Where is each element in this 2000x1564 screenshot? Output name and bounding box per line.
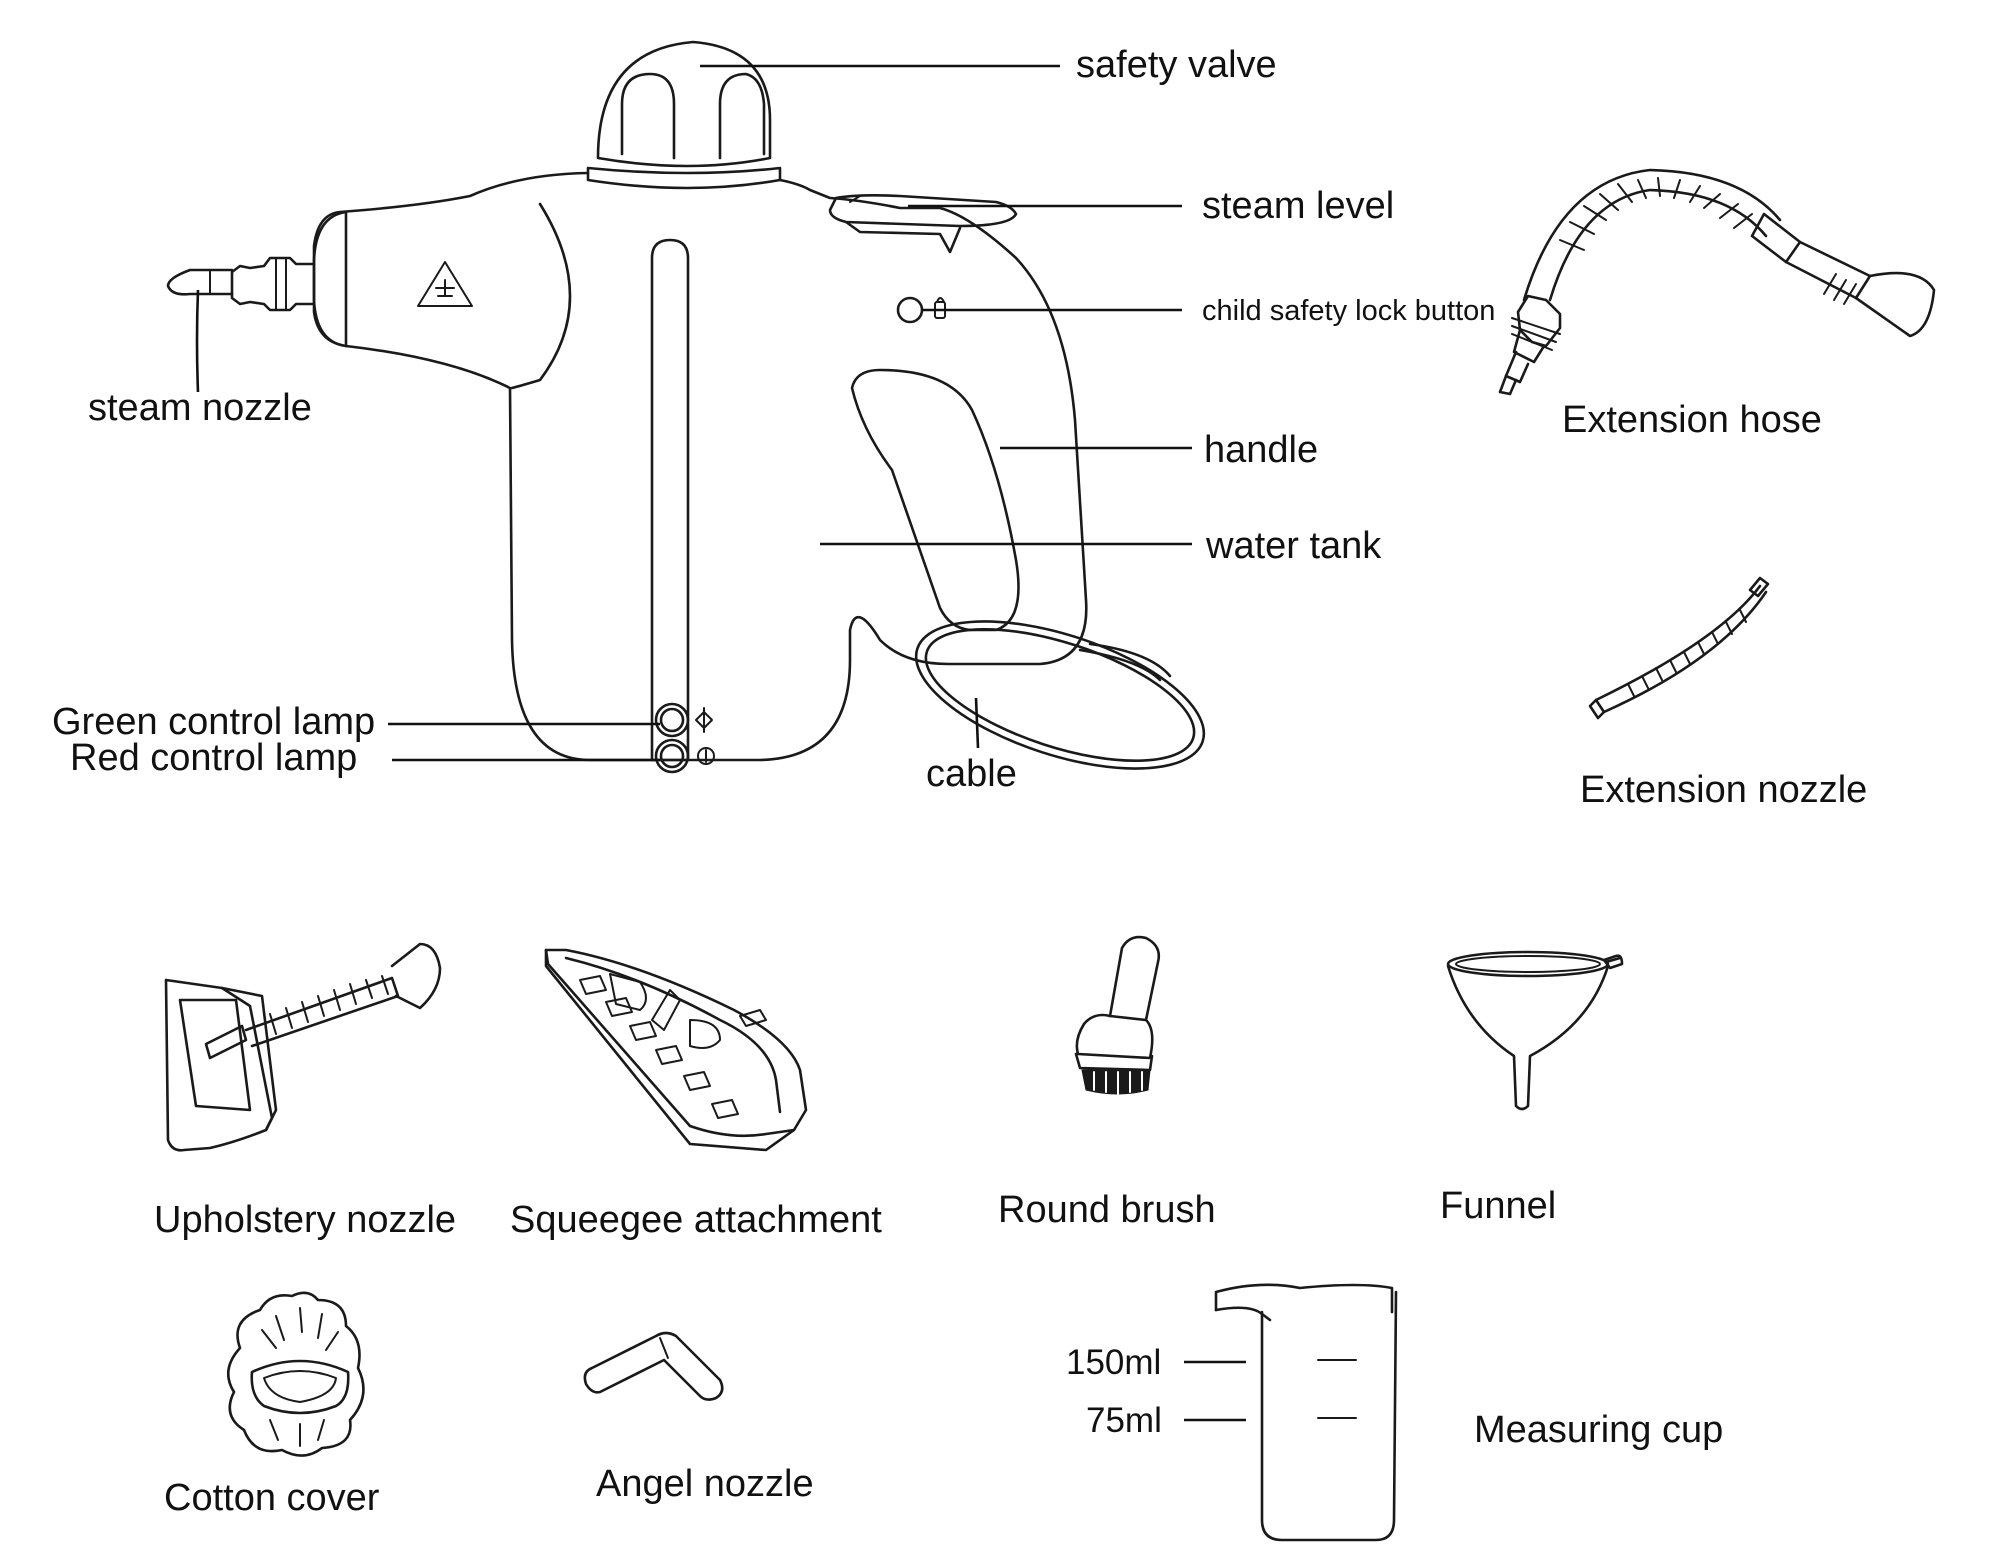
handle-opening <box>850 368 1020 632</box>
main-unit-labels: safety valve steam level child safety lo… <box>52 44 1495 795</box>
label-round-brush: Round brush <box>998 1189 1216 1231</box>
label-cotton-cover: Cotton cover <box>164 1477 380 1519</box>
label-steam-nozzle: steam nozzle <box>88 387 312 429</box>
label-steam-level: steam level <box>1202 185 1394 227</box>
extension-hose-illustration <box>1498 168 1936 396</box>
steam-nozzle-tip <box>166 256 316 312</box>
label-extension-nozzle: Extension nozzle <box>1580 769 1867 811</box>
label-extension-hose: Extension hose <box>1562 399 1822 441</box>
extension-nozzle-illustration <box>1588 576 1770 720</box>
upholstery-nozzle-illustration <box>164 942 442 1152</box>
label-75ml: 75ml <box>1086 1401 1162 1440</box>
label-green-control-lamp: Green control lamp <box>52 701 375 743</box>
cable-coil <box>914 620 1206 770</box>
steam-level-trigger <box>828 194 1018 254</box>
label-water-tank: water tank <box>1205 525 1382 567</box>
label-measuring-cup: Measuring cup <box>1474 1409 1723 1451</box>
measuring-cup-illustration <box>1184 1283 1398 1542</box>
safety-valve-cap <box>586 40 782 190</box>
label-handle: handle <box>1204 429 1318 471</box>
round-brush-illustration <box>1074 935 1161 1095</box>
water-tank-window <box>650 238 690 762</box>
cotton-cover-illustration <box>226 1291 365 1457</box>
label-squeegee-attachment: Squeegee attachment <box>510 1199 882 1241</box>
label-child-safety-lock: child safety lock button <box>1202 295 1495 327</box>
label-angel-nozzle: Angel nozzle <box>596 1463 814 1505</box>
main-body-outline <box>312 171 1088 762</box>
angel-nozzle-illustration <box>583 1331 724 1401</box>
label-upholstery-nozzle: Upholstery nozzle <box>154 1199 456 1241</box>
squeegee-attachment-illustration <box>544 948 808 1152</box>
steam-cleaner-unit <box>166 40 1206 774</box>
label-red-control-lamp: Red control lamp <box>70 737 357 779</box>
leader-cable <box>974 697 980 749</box>
label-cable: cable <box>926 753 1017 795</box>
label-150ml: 150ml <box>1066 1343 1161 1382</box>
control-lamps <box>654 702 715 774</box>
label-safety-valve: safety valve <box>1076 44 1277 86</box>
nozzle-housing <box>312 202 572 390</box>
leader-steam-nozzle <box>195 289 200 393</box>
funnel-illustration <box>1446 950 1624 1111</box>
leader-lines <box>195 64 1192 762</box>
label-funnel: Funnel <box>1440 1185 1556 1227</box>
